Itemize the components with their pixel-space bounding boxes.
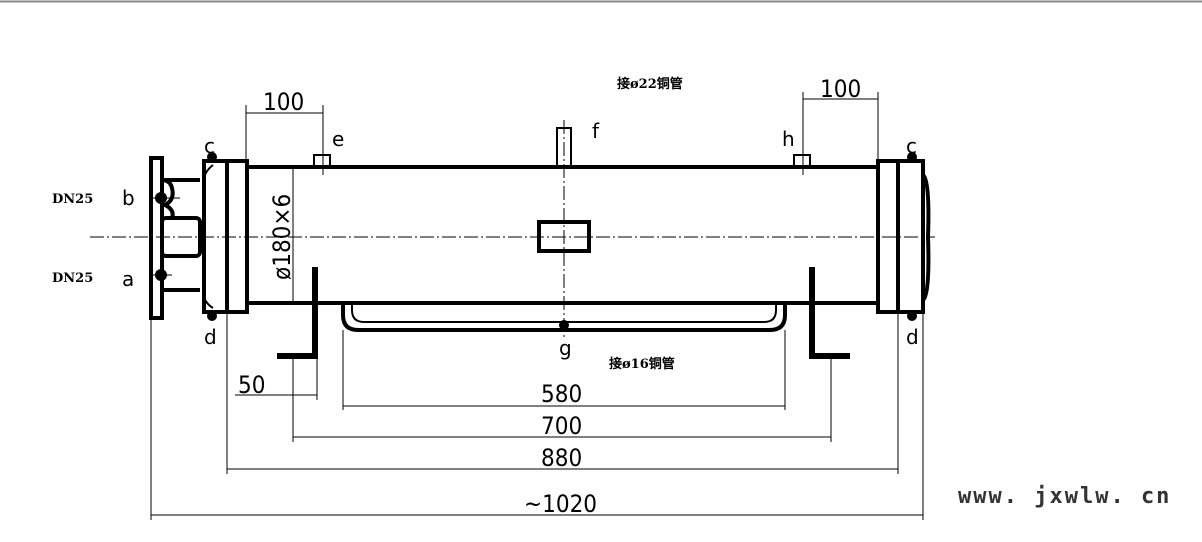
right-tube-sheet	[876, 159, 931, 314]
left-support	[277, 267, 318, 359]
label-d-right: d	[906, 325, 919, 349]
sight-window	[537, 220, 591, 253]
dim-1020: ~1020	[524, 490, 597, 518]
note-dn-b: DN25	[52, 192, 93, 207]
note-dn-a: DN25	[52, 271, 93, 286]
vent-c-left	[207, 152, 217, 162]
dim-diameter: ø180×6	[268, 194, 296, 280]
label-f: f	[592, 119, 600, 143]
nozzle-h	[793, 154, 811, 168]
label-e: e	[332, 127, 344, 151]
label-a: a	[122, 267, 134, 291]
nozzle-f	[556, 127, 572, 168]
label-g: g	[559, 336, 572, 360]
right-support	[809, 267, 850, 359]
nozzle-e	[313, 154, 331, 168]
left-tube-sheet	[202, 159, 249, 314]
extension-lines	[150, 92, 924, 520]
label-c-right: c	[906, 134, 917, 158]
dimension-lines	[151, 98, 923, 516]
dim-nozzle-left: 100	[263, 88, 304, 116]
note-top-connection: 接ø22铜管	[617, 76, 683, 92]
dim-foot: 50	[238, 371, 265, 399]
left-head	[149, 156, 202, 320]
drain-d-right	[907, 311, 917, 321]
dim-700: 700	[541, 412, 582, 440]
label-h: h	[782, 127, 795, 151]
label-d-left: d	[204, 325, 217, 349]
label-b: b	[122, 186, 135, 210]
dim-880: 880	[541, 444, 582, 472]
dim-nozzle-right: 100	[820, 75, 861, 103]
vent-c-right	[907, 152, 917, 162]
nozzle-g	[559, 320, 569, 330]
watermark: www. jxwlw. cn	[958, 484, 1172, 509]
note-bottom-connection: 接ø16铜管	[609, 356, 675, 372]
shell	[246, 165, 878, 305]
label-c-left: c	[204, 134, 215, 158]
drain-d-left	[207, 311, 217, 321]
dim-580: 580	[541, 380, 582, 408]
